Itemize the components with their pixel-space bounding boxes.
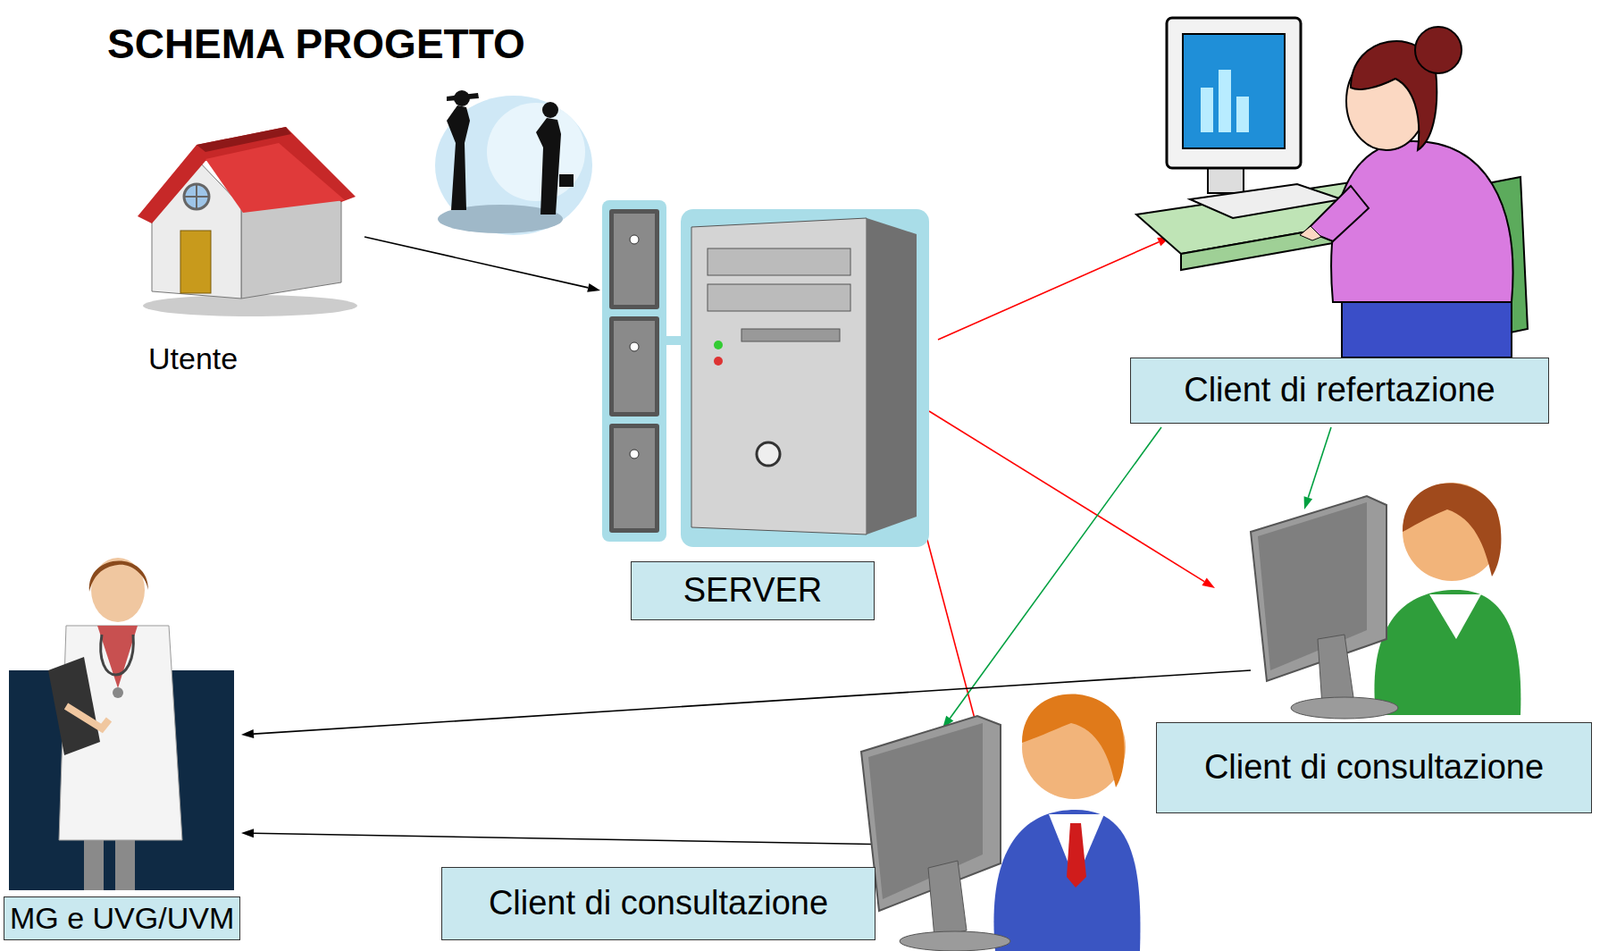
doctor-icon-part <box>89 561 149 592</box>
server-icon-part <box>602 200 667 542</box>
workstation-icon-part <box>1207 166 1244 193</box>
label-box: SERVER <box>630 561 875 620</box>
server-icon-part <box>691 217 867 535</box>
server-icon-part <box>609 209 660 310</box>
client-node: Client di consultazione <box>437 650 1153 951</box>
connector-arrow <box>1304 427 1332 510</box>
user-icon-part <box>861 693 1140 951</box>
house-icon-part <box>142 294 358 317</box>
workstation-icon-part <box>1415 26 1462 74</box>
user-icon-part-part <box>1066 822 1087 888</box>
doctor-icon-part <box>100 634 135 675</box>
workstation-icon-part <box>1299 226 1322 241</box>
connector-line <box>949 427 1162 719</box>
user-icon-part <box>1429 594 1482 639</box>
connector-arrow <box>241 828 898 845</box>
user-icon <box>1152 446 1596 721</box>
workstation-icon-part <box>1218 69 1232 133</box>
business-icon-part <box>536 117 562 215</box>
server-icon-part <box>713 340 723 350</box>
user-icon-part <box>1257 502 1367 671</box>
server-icon-part <box>707 248 851 276</box>
label-box: MG e UVG/UVM <box>3 896 241 940</box>
workstation-icon-part <box>1166 17 1301 168</box>
server-icon-part <box>613 320 655 412</box>
house-icon-part <box>205 142 345 213</box>
user-icon-part <box>1402 482 1501 577</box>
label-box: Client di refertazione <box>1130 357 1550 424</box>
house-icon-part <box>195 184 198 210</box>
server-icon-part <box>629 449 639 459</box>
user-icon-part-part <box>928 860 967 938</box>
connector-line <box>1307 427 1332 498</box>
label-box: Client di consultazione <box>441 866 876 940</box>
client-node: SERVER <box>598 194 939 633</box>
connector-line <box>364 236 588 288</box>
server-icon-part <box>609 423 660 533</box>
client-node: Client di consultazione <box>1152 446 1596 819</box>
workstation-icon-part <box>1182 33 1285 149</box>
connector-line <box>929 410 1205 582</box>
server-icon <box>598 194 939 553</box>
client-node: Utente <box>134 107 367 377</box>
server-icon-part <box>707 284 851 311</box>
connector-line <box>253 832 898 845</box>
doctor-icon <box>3 536 242 894</box>
user-icon-part-part <box>899 930 1011 951</box>
server-icon-part <box>741 328 840 342</box>
house-icon <box>134 107 367 322</box>
workstation-icon <box>1127 7 1553 358</box>
connector-arrow <box>929 410 1215 588</box>
business-icon-part <box>446 105 470 210</box>
user-icon-part-part <box>993 809 1140 951</box>
user-icon-part-part <box>868 722 983 899</box>
server-icon-part <box>629 234 639 244</box>
arrow-head <box>241 828 254 838</box>
workstation-icon-part <box>1236 96 1249 133</box>
doctor-icon-part <box>112 686 124 698</box>
node-label: Utente <box>148 341 238 377</box>
business-icon-part <box>542 101 559 118</box>
client-node: MG e UVG/UVM <box>3 536 242 947</box>
connector-line <box>938 242 1159 340</box>
server-icon-part <box>756 442 780 466</box>
business-icon-part <box>435 95 593 235</box>
business-icon-part <box>559 174 574 187</box>
server-icon-part <box>629 342 639 352</box>
house-icon-part <box>137 126 356 224</box>
user-icon-part <box>1317 634 1354 706</box>
arrow-head <box>1201 577 1215 588</box>
user-icon-part <box>1402 482 1501 581</box>
label-box: Client di consultazione <box>1156 721 1592 813</box>
business-icon-part <box>446 92 479 101</box>
server-icon-part <box>680 209 930 547</box>
user-icon-part <box>1373 589 1521 715</box>
doctor-icon-part <box>48 656 101 755</box>
server-icon-part <box>713 356 723 366</box>
doctor-icon-part <box>66 705 109 729</box>
user-icon-part <box>1290 696 1399 719</box>
house-icon-part <box>180 230 211 294</box>
workstation-icon-part <box>1331 141 1513 302</box>
house-icon-part <box>184 184 210 210</box>
workstation-icon-part <box>1189 184 1342 218</box>
client-node: Client di refertazione <box>1127 7 1553 429</box>
connector-arrow <box>938 236 1171 340</box>
server-icon-part <box>613 427 655 528</box>
house-icon-part <box>196 126 292 152</box>
diagram-title: SCHEMA PROGETTO <box>107 19 526 68</box>
business-icon-part <box>486 102 586 202</box>
connector-arrow <box>364 236 601 293</box>
workstation-icon-part <box>1200 87 1214 133</box>
arrow-head <box>1304 495 1314 510</box>
arrow-head <box>586 283 601 293</box>
server-icon-part <box>613 213 655 305</box>
server-icon-part <box>609 316 660 417</box>
arrow-head <box>241 728 254 738</box>
server-icon-part <box>866 217 917 535</box>
user-icon-part-part <box>1021 693 1125 788</box>
doctor-icon-part <box>97 625 138 688</box>
